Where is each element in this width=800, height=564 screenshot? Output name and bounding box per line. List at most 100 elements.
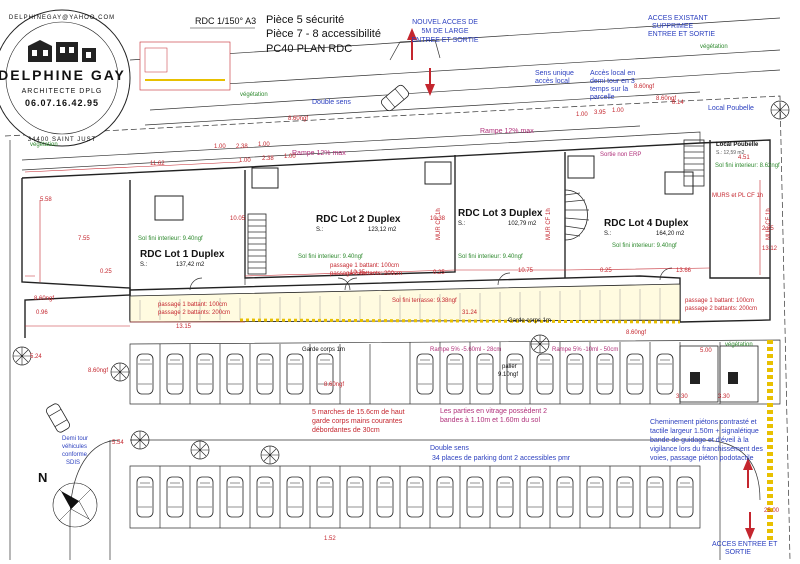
pedestrian-note-1: Cheminement piétons contrasté et	[650, 419, 757, 426]
parked-car-lower	[646, 476, 664, 518]
dim-13: 10.05	[230, 216, 246, 222]
logo-phone: 06.07.16.42.95	[25, 98, 99, 108]
existing-access-line-3: ENTREE ET SORTIE	[648, 31, 715, 38]
doors	[189, 267, 673, 291]
parked-car-lower	[676, 476, 694, 518]
dim-1: 11.62	[150, 161, 165, 167]
dim-12: 4.51	[738, 155, 750, 161]
dim-5: 5.24	[30, 354, 42, 360]
fire-wall-3: MUR CF 1h	[766, 208, 772, 240]
new-access-line-2: 5M DE LARGE	[421, 28, 468, 35]
parked-car-lower	[466, 476, 484, 518]
ramp-bottom-2: Rampe 5% -10ml - 50cm	[552, 347, 618, 353]
dim-6: 10.25	[350, 270, 366, 276]
glazing-line-1: Les parties en vitrage possèdent 2	[440, 408, 547, 415]
pedestrian-note-4: vigilance lors du franchissement des	[650, 446, 763, 453]
annotations: NOUVEL ACCES DE 5M DE LARGE ENTREE ET SO…	[30, 15, 780, 556]
dim-2: 5.58	[40, 197, 52, 203]
passage-notes: passage 1 battant: 100cm passage 2 batta…	[158, 263, 757, 316]
dim-18: 5.00	[700, 348, 712, 354]
turnaround-line-2: véhicules	[62, 444, 87, 450]
dim-22: 1.00	[239, 158, 251, 164]
passage-2-line-1: passage 1 battant: 100cm	[330, 263, 399, 269]
tree-icon	[110, 362, 130, 382]
dim-27: 1.00	[612, 108, 624, 114]
level-g: 8.60ngf	[656, 96, 676, 102]
pedestrian-note-2: tactile largeur 1.50m + signalétique	[650, 428, 759, 435]
steps-line-2: garde corps mains courantes	[312, 418, 403, 425]
pmr-spaces	[679, 345, 759, 403]
bin-room-outside: Local Poubelle	[708, 105, 754, 112]
bottom-access-line-2: SORTIE	[725, 549, 751, 556]
parked-car-lower	[226, 476, 244, 518]
passage-3-line-2: passage 2 battants: 200cm	[685, 306, 757, 312]
dim-17: 3.30	[718, 394, 730, 400]
parked-car-upper	[286, 353, 304, 395]
non-erp-exit: Sortie non ERP	[600, 152, 641, 158]
dimensions: 11.62 5.58 0.25 13.15 5.24 10.25 10.75 1…	[24, 100, 780, 542]
dim-26: 3.95	[594, 110, 606, 116]
lot-2-floor: Sol fini interieur: 9.40ngf	[298, 254, 363, 260]
north-label: N	[38, 470, 47, 485]
guardrail-1: Garde corps 1m	[508, 318, 551, 324]
parked-car-lower	[136, 476, 154, 518]
logo-city: 34400 SAINT JUST	[28, 137, 97, 143]
steps-line-3: débordantes de 30cm	[312, 427, 380, 434]
existing-access-line-2: SUPPRIMEE	[652, 23, 694, 30]
ramp-top: Rampe 12% max	[480, 128, 534, 135]
vegetation-label-4: végétation	[725, 342, 753, 348]
parked-car-lower	[496, 476, 514, 518]
dim-23: 2.38	[262, 156, 274, 162]
lot-4-floor: Sol fini interieur: 9.40ngf	[612, 243, 677, 249]
fire-wall-1: MUR CF 1h	[436, 208, 442, 240]
pedestrian-note-3: bande de guidage et d'éveil à la	[650, 437, 749, 444]
bin-room-label: Local Poubelle	[716, 142, 759, 148]
parked-car-upper	[226, 353, 244, 395]
double-way-top: Double sens	[312, 99, 351, 106]
parked-car-lower	[286, 476, 304, 518]
passage-3-line-1: passage 1 battant: 100cm	[685, 298, 754, 304]
glazing-line-2: bandes à 1.10m et 1.60m du sol	[440, 417, 540, 424]
local-access-line-2: demi tour en 3	[590, 78, 635, 85]
dim-34: 7.55	[78, 236, 90, 242]
parked-car-upper	[626, 353, 644, 395]
parked-car-upper	[656, 353, 674, 395]
dim-3: 0.25	[100, 269, 112, 275]
logo: DELPHINEGAY@YAHOO.COM DELPHINE GAY ARCHI…	[0, 9, 131, 147]
passage-2-line-2: passage 2 battants: 200cm	[330, 271, 402, 277]
parked-car-upper	[416, 353, 434, 395]
lot-4-title: RDC Lot 4 Duplex	[604, 218, 689, 229]
parked-car-upper	[566, 353, 584, 395]
tree-icon	[770, 100, 790, 120]
lift-boxes	[154, 155, 694, 221]
ramp-mid: Rampe 12% max	[292, 150, 346, 157]
dim-4: 13.15	[176, 324, 192, 330]
fire-wall-labels: MUR CF 1h MUR CF 1h MUR CF 1h	[436, 208, 772, 240]
drawing-scale: RDC 1/150° A3	[195, 16, 256, 26]
parked-car-lower	[376, 476, 394, 518]
double-way-bottom: Double sens	[430, 445, 469, 452]
parked-car-lower	[526, 476, 544, 518]
level-b: 8.60ngf	[634, 84, 654, 90]
parked-car-lower	[346, 476, 364, 518]
terrace-strip	[129, 283, 681, 324]
bin-room-area: S.: 12,59 m2	[716, 150, 745, 156]
lot-3-area: 102,79 m2	[508, 221, 537, 227]
terrace-floor: Sol fini terrasse: 9.38ngf	[392, 298, 457, 304]
tree-icon	[190, 440, 210, 460]
passage-1-line-2: passage 2 battants: 200cm	[158, 310, 230, 316]
parked-car-lower	[586, 476, 604, 518]
turnaround-line-1: Demi tour	[62, 436, 88, 442]
parked-car-upper	[506, 353, 524, 395]
site-boundary	[4, 17, 791, 561]
dim-30: 2.25	[762, 226, 774, 232]
tree-icon	[130, 430, 150, 450]
logo-name: DELPHINE GAY	[0, 67, 126, 83]
staircases	[247, 139, 705, 275]
one-way-line-2: accès local	[535, 78, 570, 85]
parked-car-lower	[556, 476, 574, 518]
lot-1-title: RDC Lot 1 Duplex	[140, 249, 225, 260]
bottom-access-line-1: ACCES ENTREE ET	[712, 541, 778, 548]
level-d: 8.60ngf	[88, 368, 108, 374]
